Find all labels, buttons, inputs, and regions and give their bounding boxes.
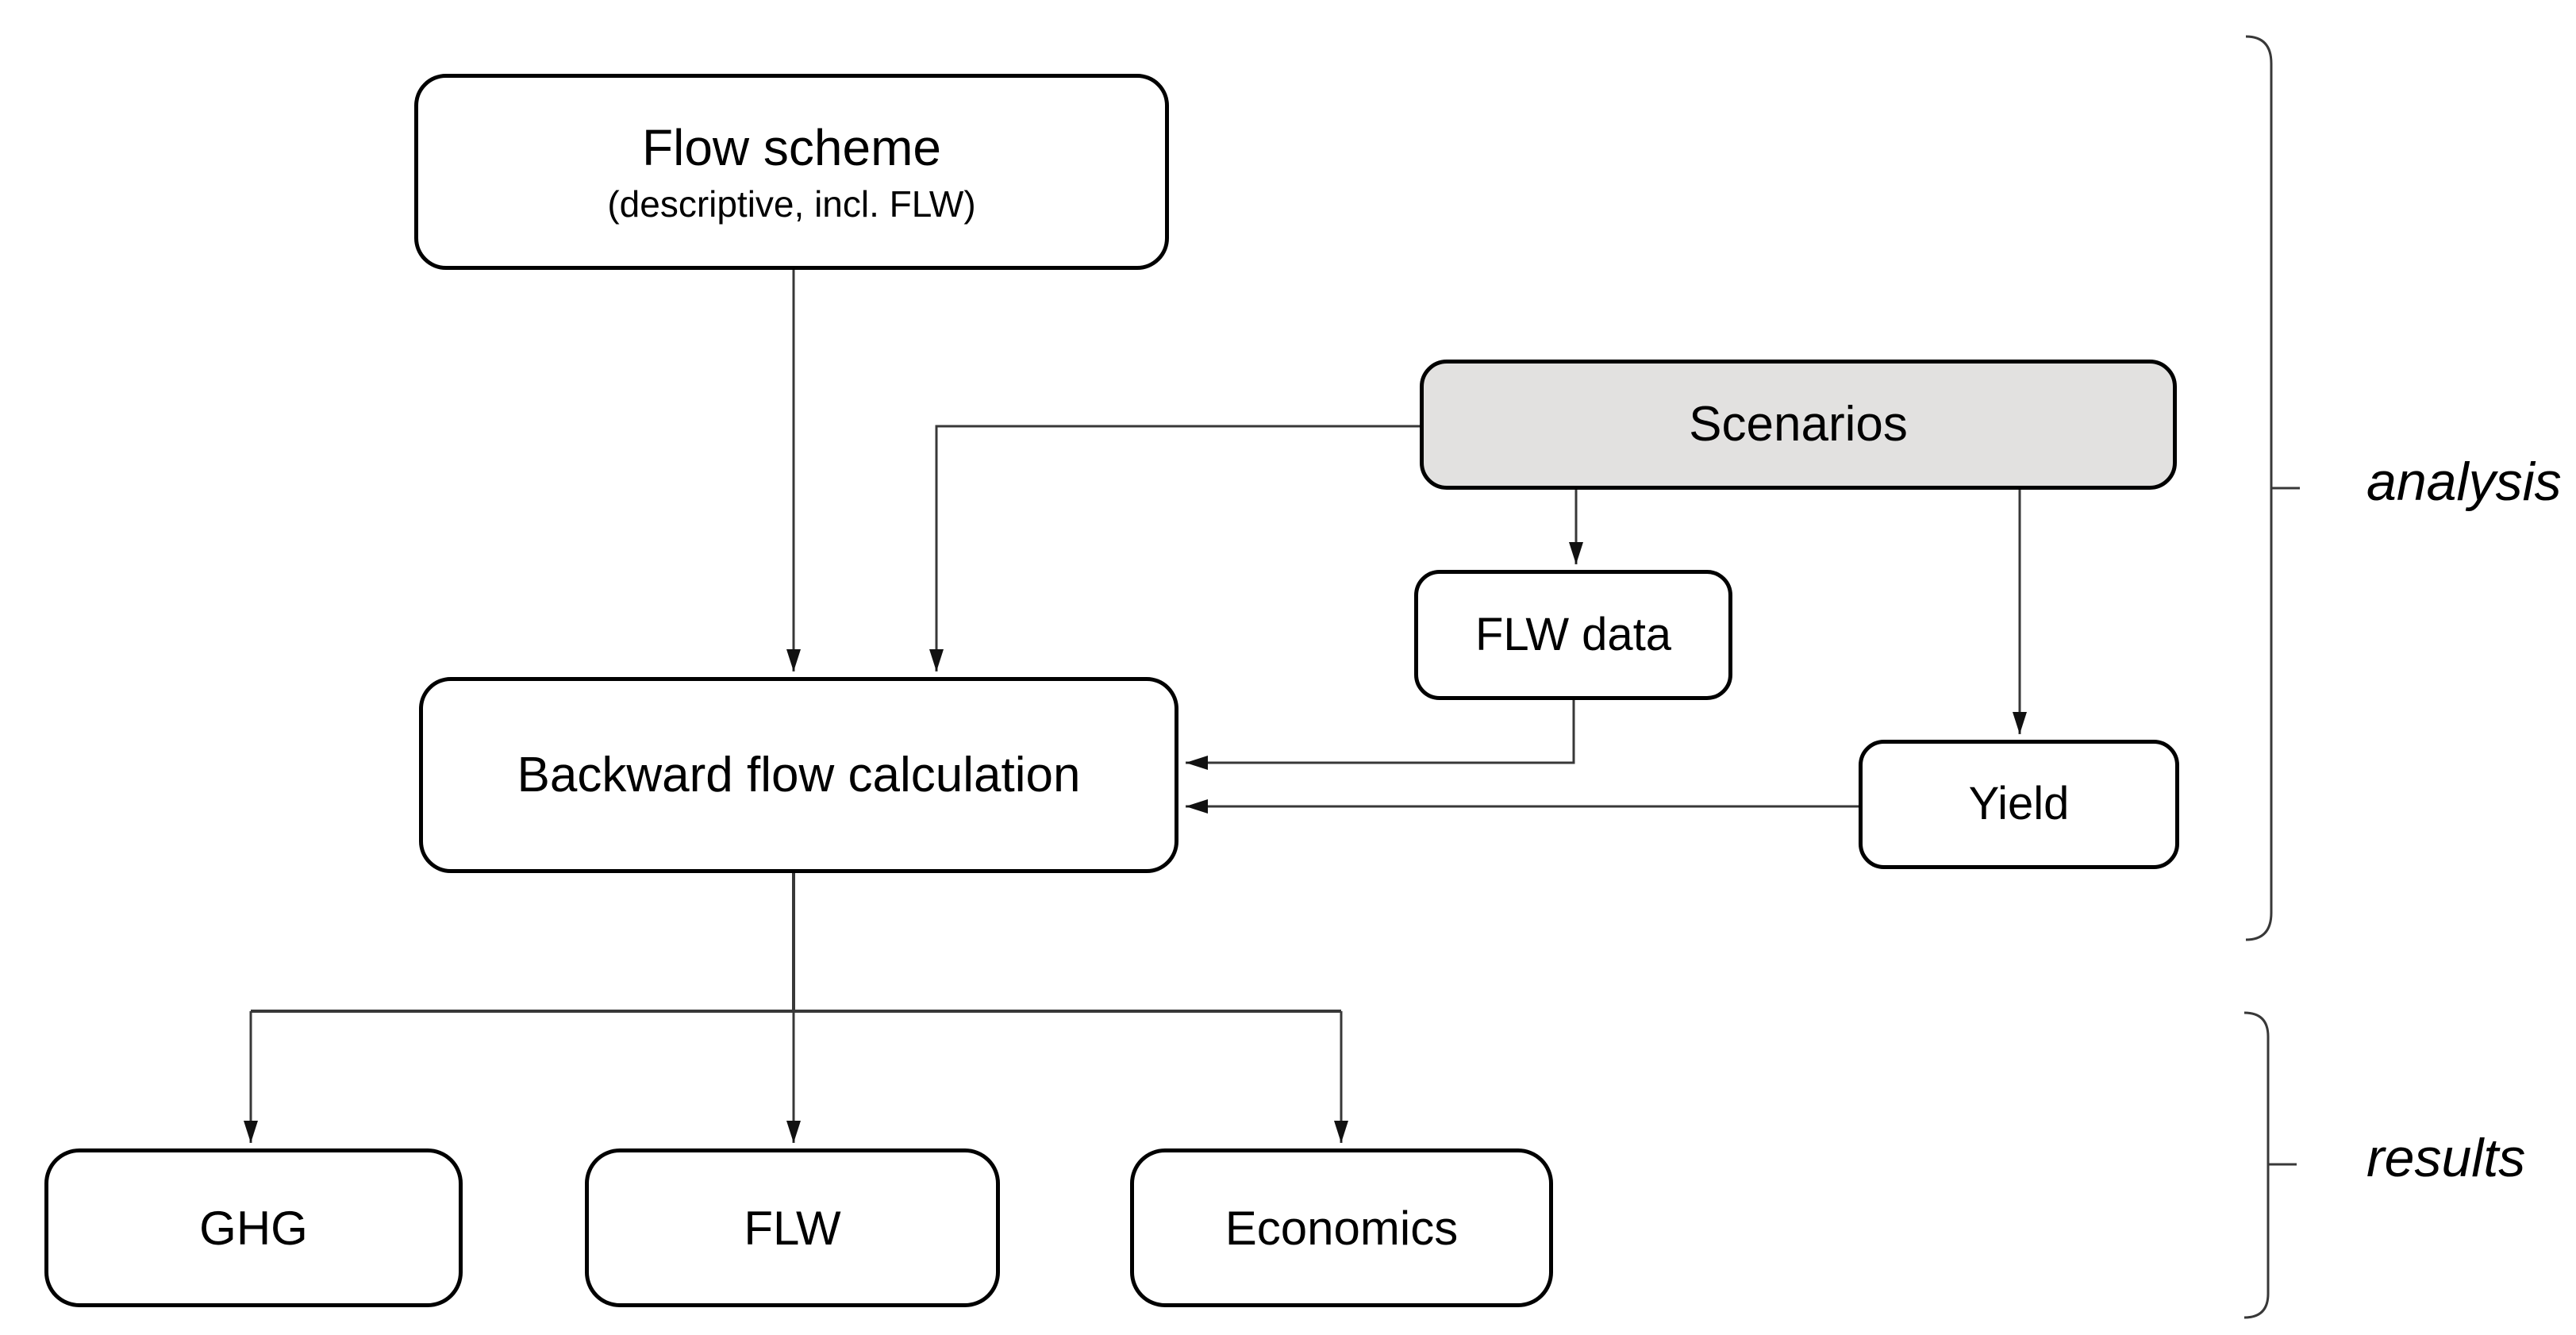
node-flw-data-label: FLW data [1474, 608, 1672, 660]
results-brace [2243, 1011, 2270, 1319]
node-economics-label: Economics [1225, 1201, 1459, 1255]
edge-flw-data-to-backward [1186, 700, 1575, 770]
node-yield: Yield [1859, 740, 2179, 869]
node-economics: Economics [1130, 1148, 1553, 1307]
node-yield-label: Yield [1968, 778, 2070, 830]
node-flow-scheme-sublabel: (descriptive, incl. FLW) [607, 183, 976, 225]
node-flow-scheme-label: Flow scheme [642, 119, 941, 177]
node-flow-scheme: Flow scheme (descriptive, incl. FLW) [414, 74, 1169, 270]
results-label: results [2366, 1128, 2526, 1188]
node-flw-label: FLW [744, 1201, 841, 1255]
node-flw-data: FLW data [1414, 570, 1732, 700]
node-backward-flow-calculation-label: Backward flow calculation [517, 747, 1081, 802]
node-backward-flow-calculation: Backward flow calculation [419, 677, 1178, 873]
node-flw: FLW [585, 1148, 1000, 1307]
node-ghg: GHG [44, 1148, 463, 1307]
analysis-label: analysis [2366, 452, 2562, 512]
node-ghg-label: GHG [199, 1201, 308, 1255]
edge-scenarios-to-backward [929, 425, 1420, 671]
node-scenarios: Scenarios [1420, 360, 2177, 490]
analysis-brace [2245, 35, 2273, 941]
node-scenarios-label: Scenarios [1689, 397, 1908, 452]
